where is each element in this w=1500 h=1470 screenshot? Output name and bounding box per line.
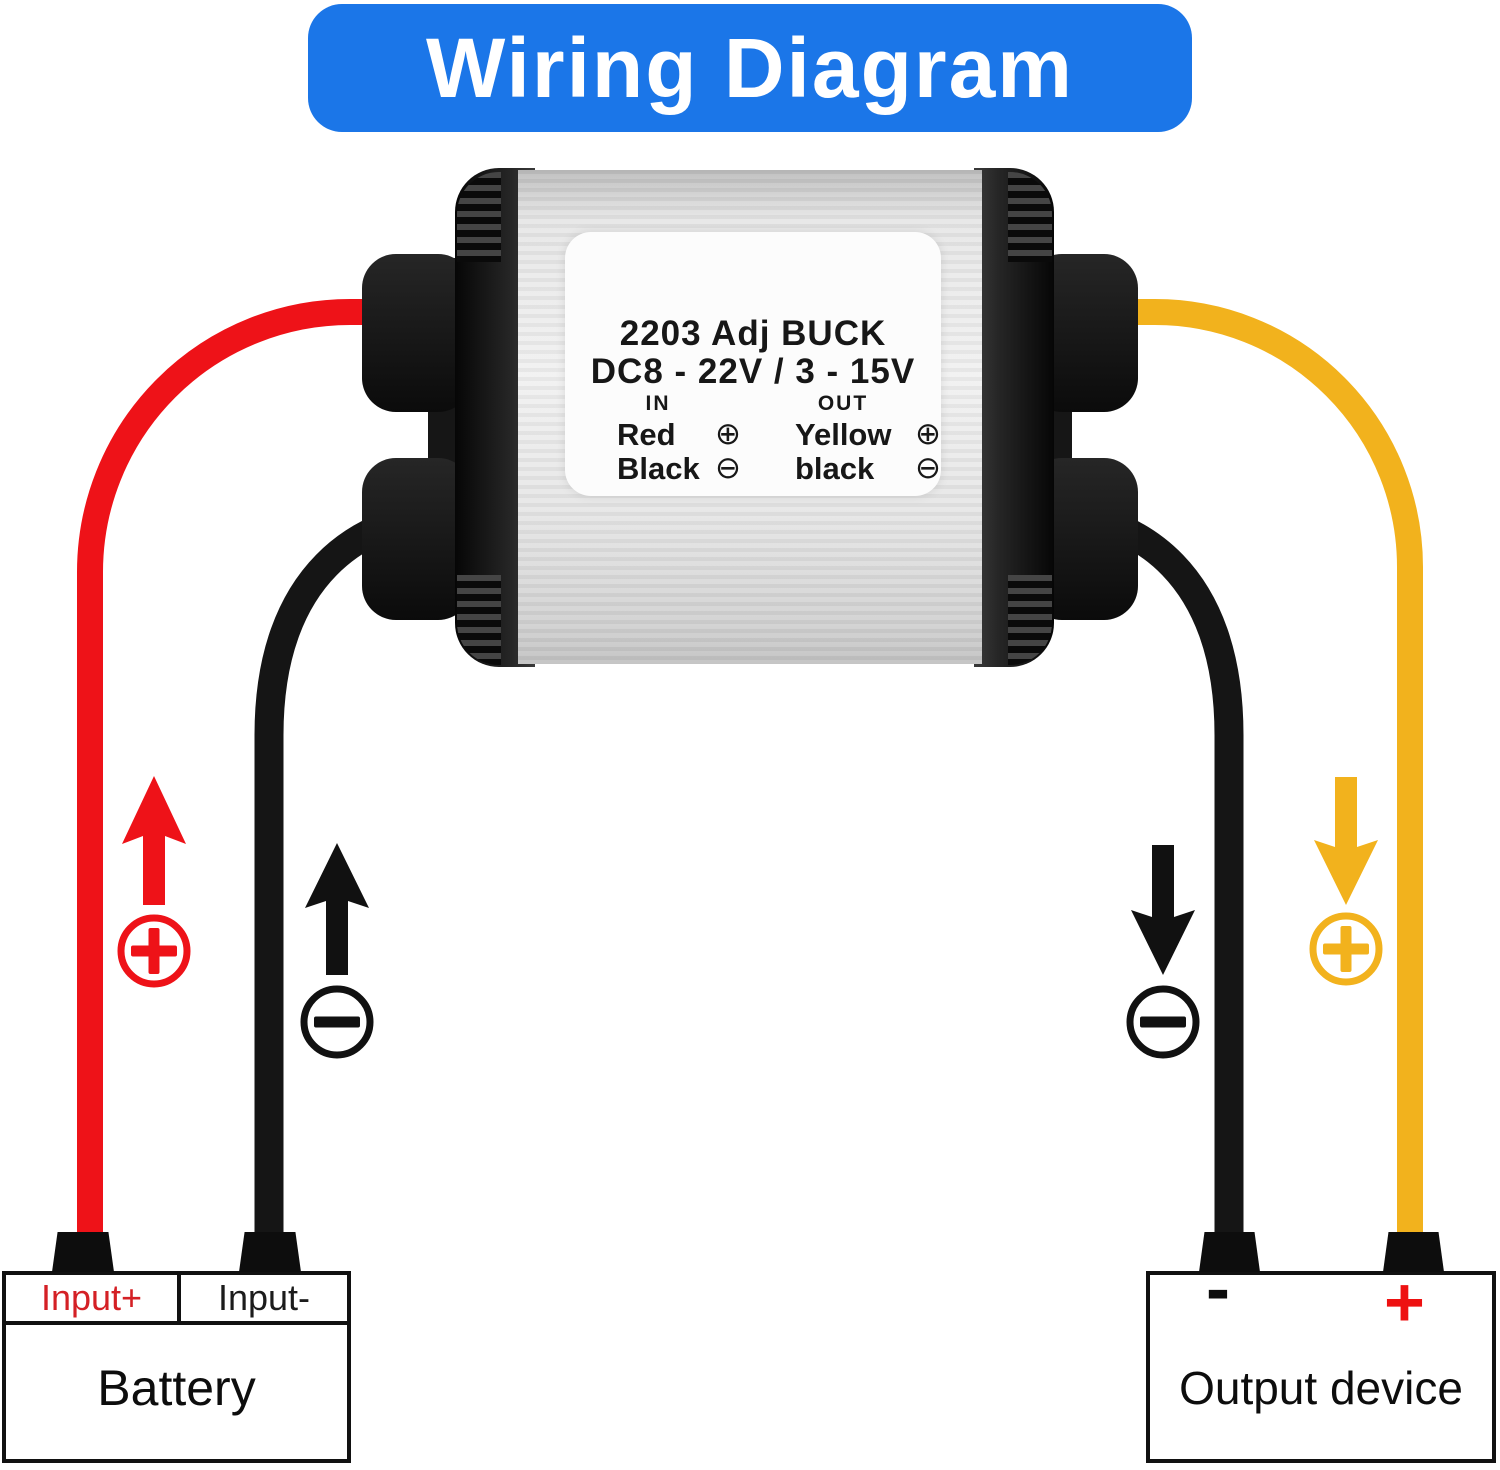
output-plus-sign: +	[1384, 1263, 1425, 1341]
output-device-box: - + Output device	[1146, 1253, 1496, 1463]
label-row-in-black: Black ⊖	[617, 450, 741, 486]
output-device-name: Output device	[1179, 1362, 1463, 1414]
wire-name: black	[795, 451, 875, 486]
screw-plus-icon: ⊕	[715, 416, 741, 452]
output-positive-terminal	[1383, 1232, 1444, 1272]
battery-negative-terminal	[239, 1232, 301, 1272]
output-negative-annotation	[1126, 845, 1200, 1059]
device-model: 2203 Adj BUCK	[619, 314, 887, 353]
screw-minus-icon: ⊖	[715, 450, 741, 486]
wire-clamp-input-negative	[362, 458, 472, 620]
device-label: 2203 Adj BUCK DC8 - 22V / 3 - 15V IN OUT…	[565, 232, 941, 496]
circled-plus-icon	[1309, 912, 1383, 986]
output-positive-annotation	[1309, 777, 1383, 986]
up-arrow-icon	[122, 776, 186, 905]
battery-box: Input+ Input- Battery	[2, 1271, 351, 1463]
circled-plus-icon	[117, 914, 191, 988]
up-arrow-icon	[305, 843, 369, 975]
wire-name: Red	[617, 417, 676, 452]
battery-name: Battery	[97, 1360, 256, 1416]
input-positive-annotation	[117, 776, 191, 988]
battery-positive-terminal	[52, 1232, 114, 1272]
screw-plus-icon: ⊕	[915, 416, 941, 452]
label-row-out-black: black ⊖	[795, 450, 941, 486]
down-arrow-icon	[1131, 845, 1195, 975]
screw-minus-icon: ⊖	[915, 450, 941, 486]
battery-input-positive-label: Input+	[6, 1275, 181, 1321]
page-title: Wiring Diagram	[426, 20, 1074, 115]
output-positive-wire	[1030, 299, 1423, 1250]
input-positive-wire	[77, 299, 470, 1250]
device-voltage-range: DC8 - 22V / 3 - 15V	[590, 352, 916, 391]
title-banner: Wiring Diagram	[308, 4, 1192, 132]
output-negative-terminal	[1199, 1232, 1260, 1272]
output-negative-wire	[1044, 497, 1244, 1250]
input-negative-annotation	[300, 843, 374, 1059]
battery-terminal-labels: Input+ Input-	[6, 1275, 347, 1325]
label-out-heading: OUT	[817, 392, 869, 415]
wire-name: Yellow	[795, 417, 892, 452]
input-negative-wire	[254, 497, 456, 1250]
battery-input-negative-label: Input-	[217, 1277, 311, 1318]
circled-minus-icon	[1126, 985, 1200, 1059]
down-arrow-icon	[1314, 777, 1378, 905]
label-in-heading: IN	[645, 392, 671, 415]
label-row-in-red: Red ⊕	[617, 416, 741, 452]
wire-clamp-input-positive	[362, 254, 472, 412]
wire-name: Black	[617, 451, 700, 486]
label-row-out-yellow: Yellow ⊕	[795, 416, 941, 452]
circled-minus-icon	[300, 985, 374, 1059]
